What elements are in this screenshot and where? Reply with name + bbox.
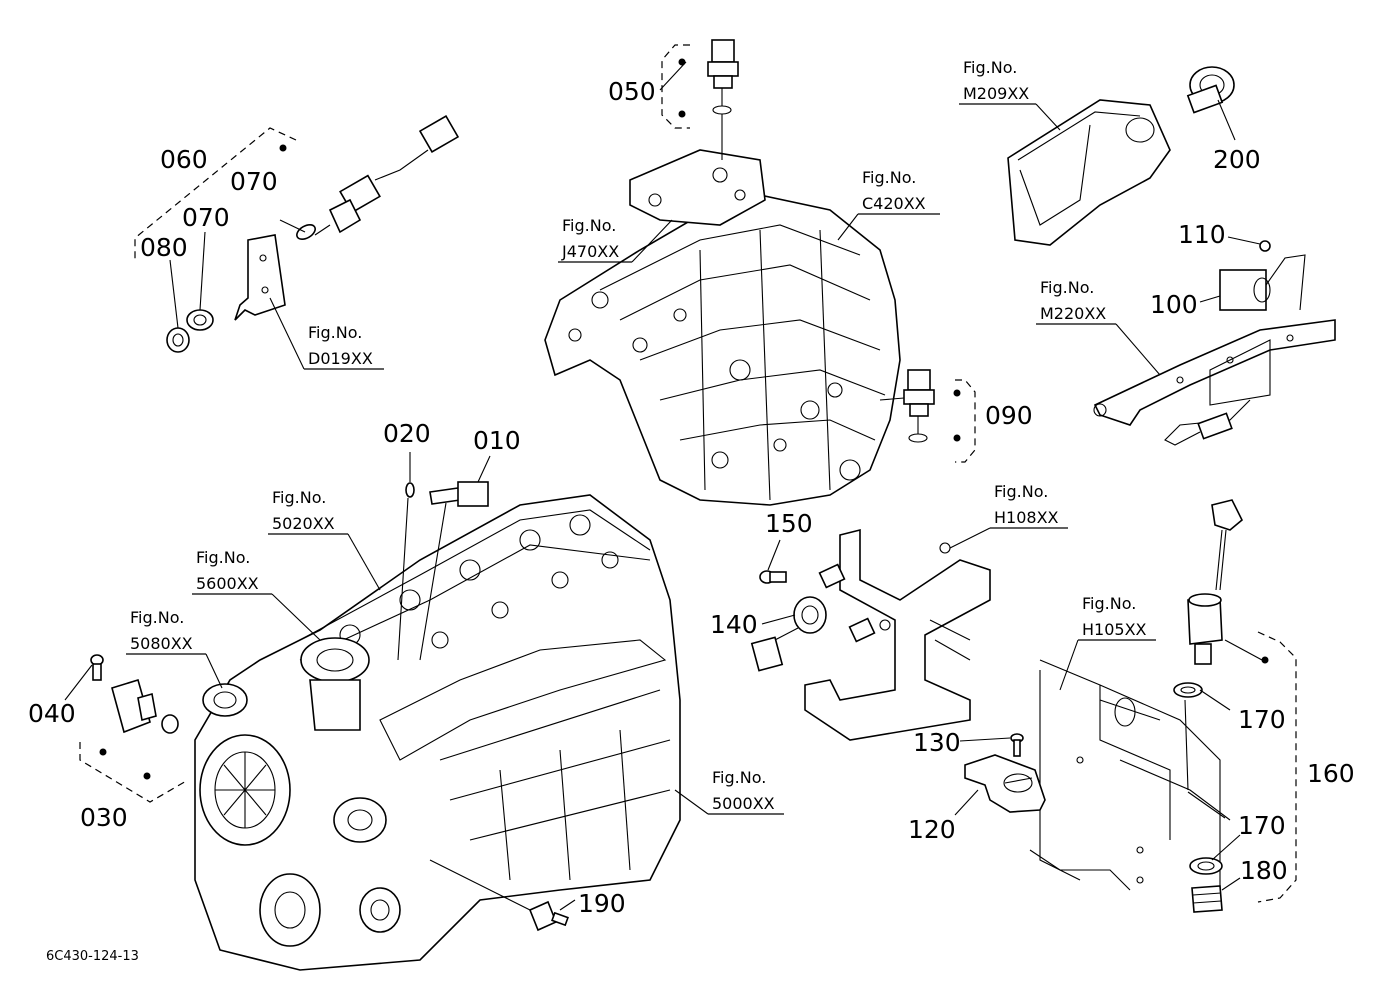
accessory-socket-200 bbox=[1186, 66, 1235, 114]
pressure-switch-090 bbox=[879, 369, 935, 443]
engine-block bbox=[194, 494, 681, 971]
figref-code-c420: C420XX bbox=[862, 194, 926, 213]
bolt-150 bbox=[759, 570, 787, 584]
figref-label-j470: Fig.No. bbox=[562, 216, 616, 235]
figref-label-5080: Fig.No. bbox=[130, 608, 184, 627]
throttle-sensor-120 bbox=[964, 754, 1046, 813]
screw-130 bbox=[1010, 733, 1024, 757]
callout-150: 150 bbox=[765, 509, 813, 538]
callout-020: 020 bbox=[383, 419, 431, 448]
figref-code-5600: 5600XX bbox=[196, 574, 259, 593]
bracket-h108 bbox=[804, 528, 991, 741]
figref-label-5000: Fig.No. bbox=[712, 768, 766, 787]
callout-180: 180 bbox=[1240, 856, 1288, 885]
callout-100: 100 bbox=[1150, 290, 1198, 319]
figref-label-c420: Fig.No. bbox=[862, 168, 916, 187]
callout-070-b: 070 bbox=[182, 203, 230, 232]
transmission-case bbox=[544, 149, 901, 506]
sensor-connector-140 bbox=[750, 563, 876, 672]
document-id: 6C430-124-13 bbox=[46, 949, 139, 964]
speed-sensor-030 bbox=[90, 654, 179, 734]
figref-label-h108: Fig.No. bbox=[994, 482, 1048, 501]
sensor-assembly-060 bbox=[166, 115, 460, 353]
callout-030: 030 bbox=[80, 803, 128, 832]
figref-code-d019: D019XX bbox=[308, 349, 373, 368]
callout-010: 010 bbox=[473, 426, 521, 455]
callout-190: 190 bbox=[578, 889, 626, 918]
callout-130: 130 bbox=[913, 728, 961, 757]
figref-code-5020: 5020XX bbox=[272, 514, 335, 533]
figref-label-m220: Fig.No. bbox=[1040, 278, 1094, 297]
frame-bracket-m220 bbox=[1093, 319, 1336, 446]
callout-120: 120 bbox=[908, 815, 956, 844]
temperature-sensor-010 bbox=[405, 481, 489, 507]
callout-170-a: 170 bbox=[1238, 705, 1286, 734]
callout-110: 110 bbox=[1178, 220, 1226, 249]
figref-code-5080: 5080XX bbox=[130, 634, 193, 653]
figref-code-5000: 5000XX bbox=[712, 794, 775, 813]
sensor-190 bbox=[528, 900, 569, 932]
sensor-unit-100 bbox=[1219, 240, 1306, 311]
figref-label-5020: Fig.No. bbox=[272, 488, 326, 507]
callout-200: 200 bbox=[1213, 145, 1261, 174]
pressure-switch-050 bbox=[707, 39, 739, 160]
figref-code-j470: J470XX bbox=[561, 242, 619, 261]
callout-070-a: 070 bbox=[230, 167, 278, 196]
figref-code-h105: H105XX bbox=[1082, 620, 1147, 639]
figref-label-5600: Fig.No. bbox=[196, 548, 250, 567]
figref-label-h105: Fig.No. bbox=[1082, 594, 1136, 613]
callout-160: 160 bbox=[1307, 759, 1355, 788]
callout-140: 140 bbox=[710, 610, 758, 639]
callout-040: 040 bbox=[28, 699, 76, 728]
figref-code-m220: M220XX bbox=[1040, 304, 1106, 323]
figref-label-d019: Fig.No. bbox=[308, 323, 362, 342]
callout-090: 090 bbox=[985, 401, 1033, 430]
storage-box-m209 bbox=[1007, 99, 1171, 246]
figref-code-h108: H108XX bbox=[994, 508, 1059, 527]
callout-170-b: 170 bbox=[1238, 811, 1286, 840]
callout-060: 060 bbox=[160, 145, 208, 174]
frame-h105 bbox=[1029, 659, 1231, 891]
sensor-cable-160 bbox=[1173, 499, 1243, 913]
callout-050: 050 bbox=[608, 77, 656, 106]
figref-code-m209: M209XX bbox=[963, 84, 1029, 103]
figref-label-m209: Fig.No. bbox=[963, 58, 1017, 77]
callout-080: 080 bbox=[140, 233, 188, 262]
